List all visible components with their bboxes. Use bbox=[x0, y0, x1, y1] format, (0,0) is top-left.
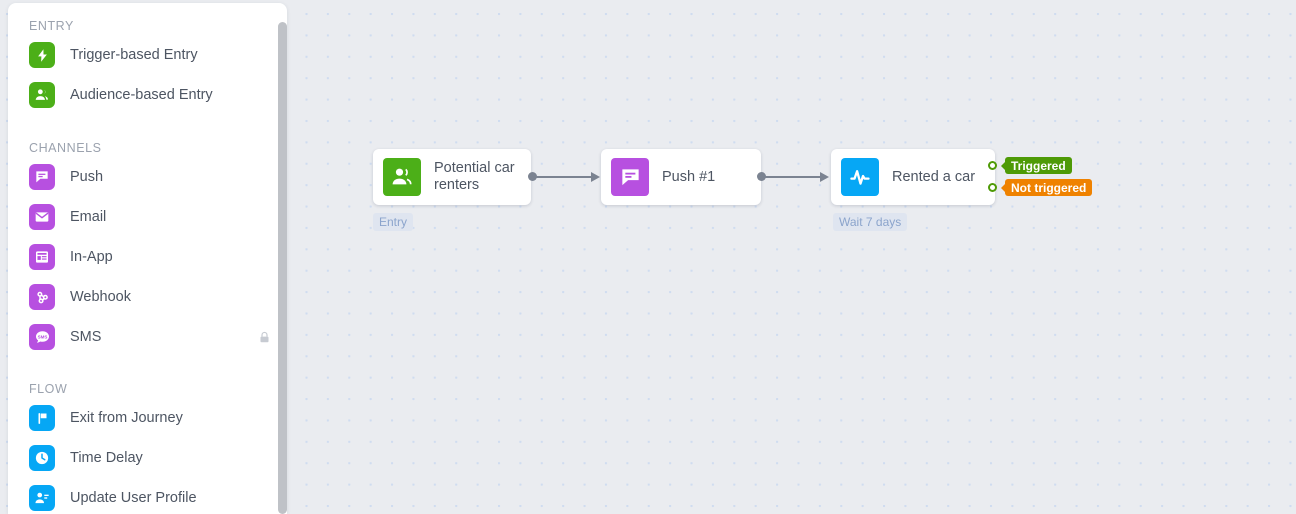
sidebar-scrollbar-track[interactable] bbox=[277, 0, 288, 514]
connector-line bbox=[535, 175, 593, 178]
flow-node-event[interactable]: Rented a car bbox=[831, 149, 995, 205]
connector-source-dot[interactable] bbox=[757, 172, 766, 181]
flow-node-push[interactable]: Push #1 bbox=[601, 149, 761, 205]
flow-node-entry[interactable]: Potential car renters bbox=[373, 149, 531, 205]
branch-port-triggered[interactable] bbox=[988, 161, 997, 170]
sidebar-item-email[interactable]: Email bbox=[8, 197, 287, 237]
sidebar-item-label: Trigger-based Entry bbox=[70, 47, 198, 63]
section-header-channels: CHANNELS bbox=[29, 141, 102, 155]
sidebar-item-in-app[interactable]: In-App bbox=[8, 237, 287, 277]
sidebar-item-push[interactable]: Push bbox=[8, 157, 287, 197]
sidebar-scroll-content: ENTRY Trigger-based Entry Audience-based bbox=[8, 17, 287, 514]
branch-badge-triggered[interactable]: Triggered bbox=[1001, 157, 1072, 174]
flag-icon bbox=[29, 405, 55, 431]
svg-text:SMS: SMS bbox=[37, 334, 47, 339]
flow-node-title: Potential car renters bbox=[434, 160, 515, 193]
users-icon bbox=[383, 158, 421, 196]
user-edit-icon bbox=[29, 485, 55, 511]
sidebar-item-time-delay[interactable]: Time Delay bbox=[8, 438, 287, 478]
sidebar-item-sms[interactable]: SMS SMS bbox=[8, 317, 287, 357]
connector-arrow-icon bbox=[820, 171, 829, 182]
sidebar-scrollbar-thumb[interactable] bbox=[278, 22, 287, 514]
sidebar-item-label: Webhook bbox=[70, 289, 131, 305]
sidebar-item-label: Time Delay bbox=[70, 450, 143, 466]
sidebar-item-label: SMS bbox=[70, 329, 102, 345]
sidebar-item-webhook[interactable]: Webhook bbox=[8, 277, 287, 317]
sidebar-item-update-user-profile[interactable]: Update User Profile bbox=[8, 478, 287, 514]
push-message-icon bbox=[611, 158, 649, 196]
push-message-icon bbox=[29, 164, 55, 190]
sidebar-item-label: Push bbox=[70, 169, 104, 185]
connector-source-dot[interactable] bbox=[528, 172, 537, 181]
flow-node-caption-wait: Wait 7 days bbox=[833, 213, 908, 231]
in-app-icon bbox=[29, 244, 55, 270]
flow-node-caption-entry: Entry bbox=[373, 213, 414, 231]
envelope-icon bbox=[29, 204, 55, 230]
sidebar-item-label: Email bbox=[70, 209, 107, 225]
flow-node-title: Push #1 bbox=[662, 168, 716, 185]
sidebar-item-label: In-App bbox=[70, 249, 113, 265]
users-icon bbox=[29, 82, 55, 108]
sidebar-item-audience-based-entry[interactable]: Audience-based Entry bbox=[8, 75, 287, 115]
connector-arrow-icon bbox=[591, 171, 600, 182]
sms-bubble-icon: SMS bbox=[29, 324, 55, 350]
sidebar-item-label: Audience-based Entry bbox=[70, 87, 213, 103]
activity-pulse-icon bbox=[841, 158, 879, 196]
section-header-entry: ENTRY bbox=[29, 19, 74, 33]
lock-icon bbox=[258, 330, 271, 345]
sidebar-item-label: Update User Profile bbox=[70, 490, 197, 506]
clock-icon bbox=[29, 445, 55, 471]
flow-node-title: Rented a car bbox=[892, 168, 976, 185]
node-palette-sidebar: ENTRY Trigger-based Entry Audience-based bbox=[8, 3, 287, 514]
sidebar-item-exit-from-journey[interactable]: Exit from Journey bbox=[8, 398, 287, 438]
lightning-icon bbox=[29, 42, 55, 68]
sidebar-item-trigger-based-entry[interactable]: Trigger-based Entry bbox=[8, 35, 287, 75]
connector-line bbox=[764, 175, 822, 178]
branch-badge-not-triggered[interactable]: Not triggered bbox=[1000, 179, 1093, 196]
section-header-flow: FLOW bbox=[29, 382, 68, 396]
sidebar-item-label: Exit from Journey bbox=[70, 410, 183, 426]
branch-port-not-triggered[interactable] bbox=[988, 183, 997, 192]
webhook-icon bbox=[29, 284, 55, 310]
